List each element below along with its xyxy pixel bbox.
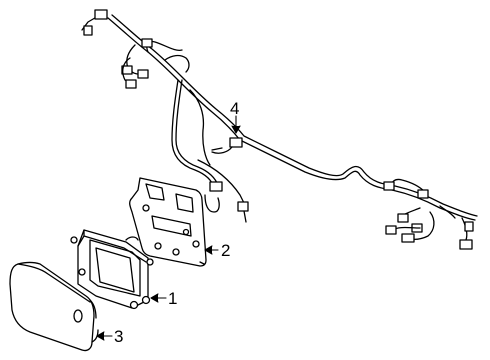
- mounting-bracket: [129, 177, 207, 267]
- callout-3: 3: [114, 327, 124, 346]
- callout-1: 1: [168, 289, 178, 308]
- radar-sensor: [9, 261, 99, 352]
- wiring-harness: [81, 9, 478, 250]
- callout-4: 4: [230, 99, 240, 118]
- callout-2: 2: [221, 241, 231, 260]
- control-module: [70, 229, 154, 310]
- callout-leaders: [96, 115, 241, 341]
